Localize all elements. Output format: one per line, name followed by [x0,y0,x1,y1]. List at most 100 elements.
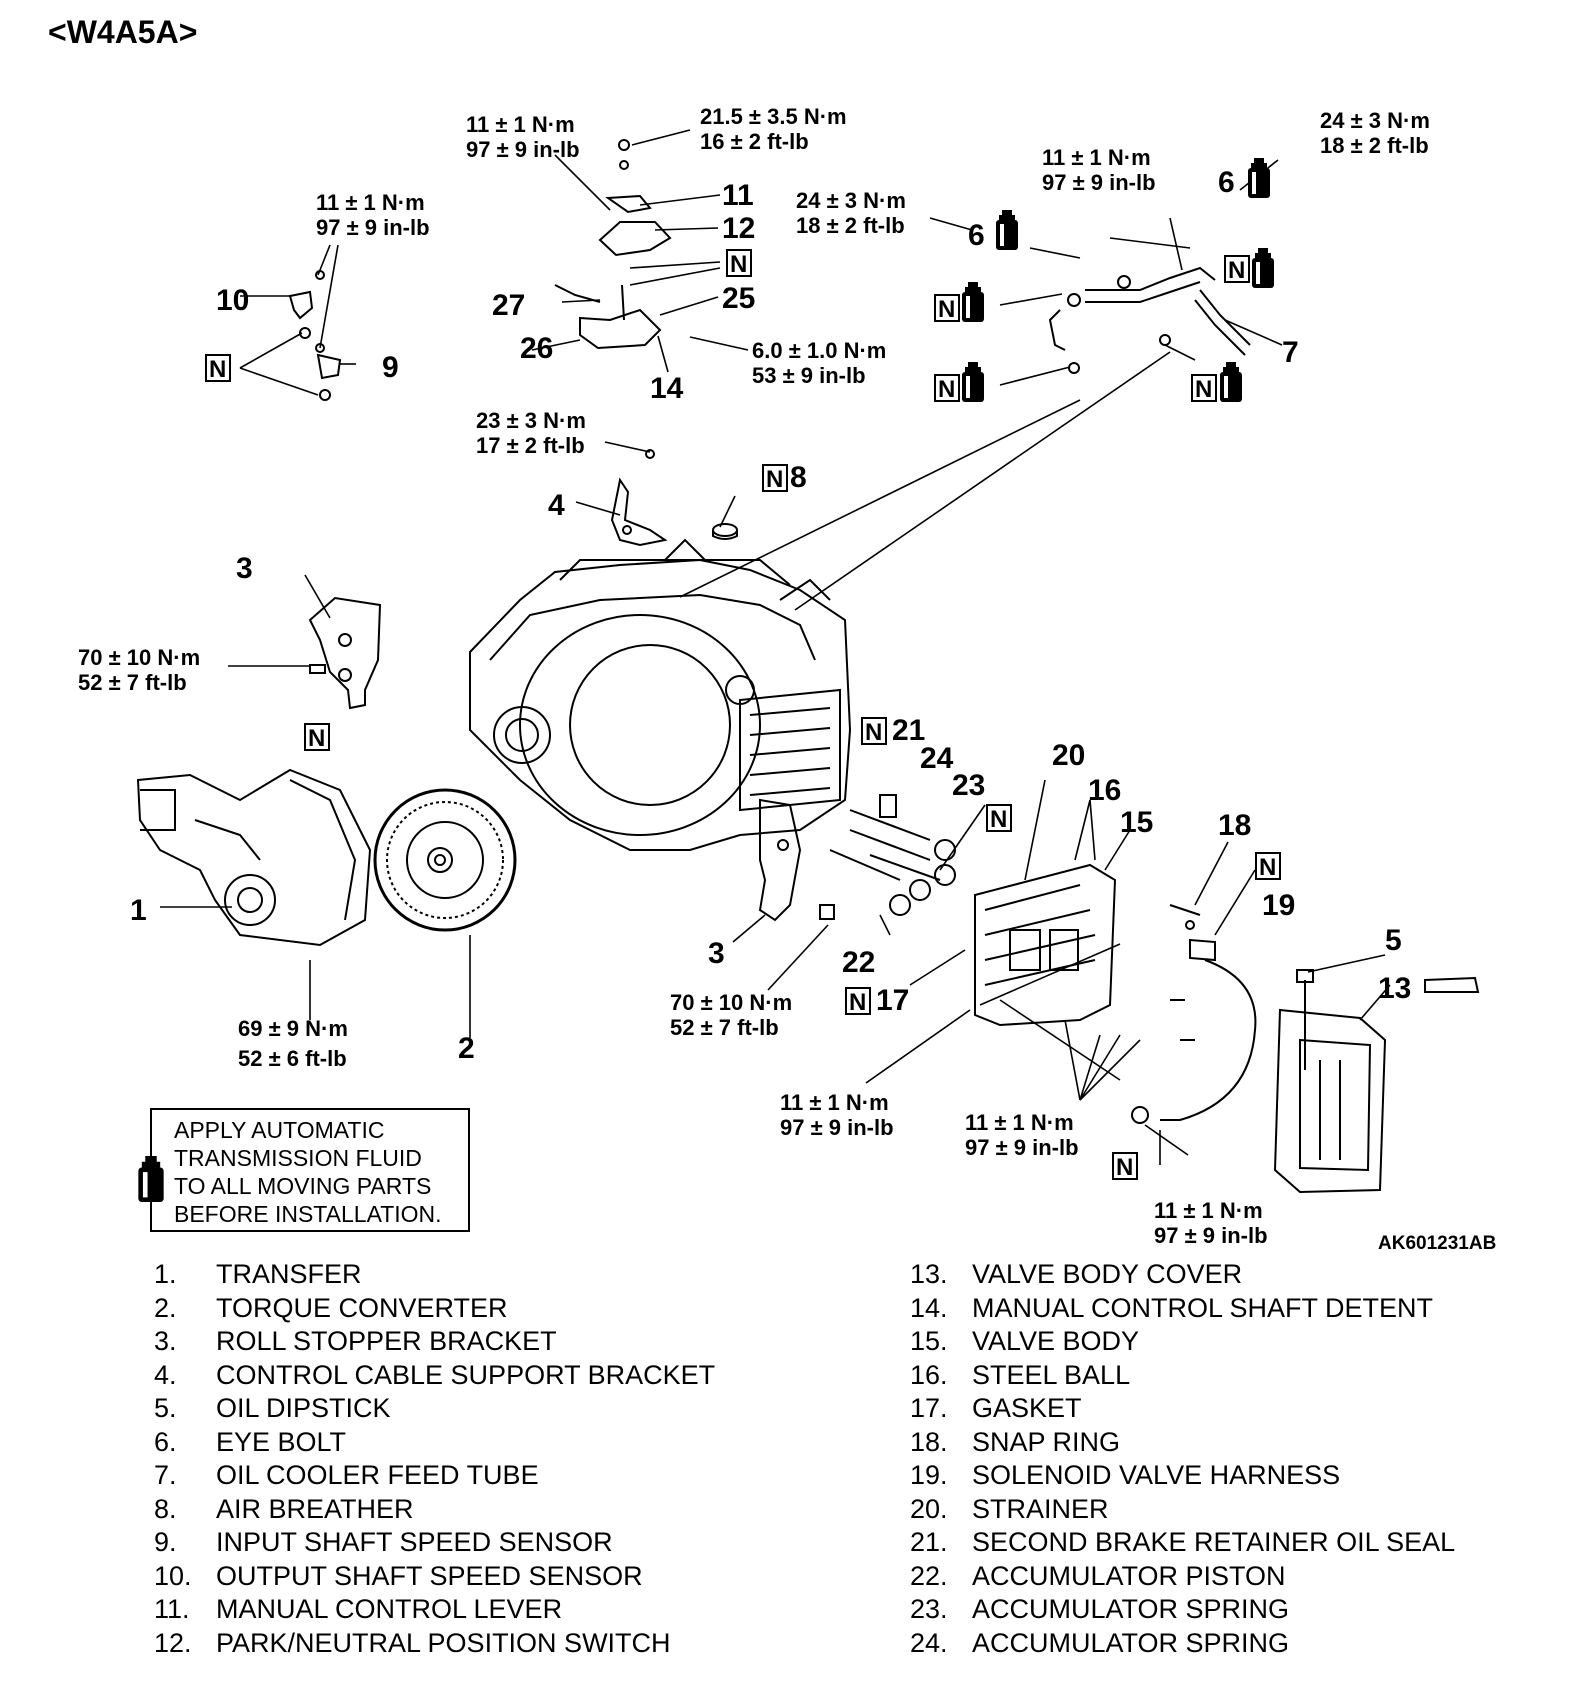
solenoid-valve-harness [1131,904,1257,1124]
legend-item: 12.PARK/NEUTRAL POSITION SWITCH [154,1627,715,1661]
legend-item: 16.STEEL BALL [910,1359,1455,1393]
legend-number: 9. [154,1527,177,1557]
legend-item: 14. MANUAL CONTROL SHAFT DETENT [910,1292,1455,1326]
legend-item: 21.SECOND BRAKE RETAINER OIL SEAL [910,1526,1455,1560]
fluid-bottle-icon [1248,158,1270,198]
svg-text:N: N [1116,1154,1133,1181]
legend-part-name: INPUT SHAFT SPEED SENSOR [216,1527,613,1557]
callout-11: 11 [722,179,754,212]
legend-number: 24. [910,1627,948,1658]
legend-item: 9. INPUT SHAFT SPEED SENSOR [154,1526,715,1560]
svg-text:N: N [1228,257,1245,284]
callout-3b: 3 [708,937,725,970]
svg-text:N: N [938,376,955,403]
legend-part-name: OUTPUT SHAFT SPEED SENSOR [216,1560,643,1591]
legend-part-name: CONTROL CABLE SUPPORT BRACKET [216,1359,716,1390]
callout-10: 10 [216,284,249,317]
legend-item: 17.GASKET [910,1392,1455,1426]
callout-14: 14 [650,372,684,405]
svg-text:N: N [766,466,783,493]
legend-part-name: SOLENOID VALVE HARNESS [972,1460,1341,1490]
n-mark-icon: N [726,249,752,278]
callout-12: 12 [722,212,755,245]
callout-9: 9 [382,351,399,384]
legend-item: 7.OIL COOLER FEED TUBE [154,1459,715,1493]
legend-part-name: TORQUE CONVERTER [216,1292,508,1323]
legend-part-name: ACCUMULATOR PISTON [972,1560,1286,1591]
legend-part-name: MANUAL CONTROL LEVER [216,1594,563,1624]
legend-number: 18. [910,1426,948,1457]
legend-number: 2. [154,1292,177,1323]
callout-7: 7 [1282,336,1299,369]
legend-part-name: VALVE BODY [972,1326,1140,1356]
fluid-bottle-icon [996,210,1018,250]
control-cable-support-bracket [610,449,668,547]
n-mark-icon: N [986,804,1012,833]
legend-part-name: MANUAL CONTROL SHAFT DETENT [972,1292,1434,1323]
callout-22: 22 [842,946,875,979]
legend-part-name: EYE BOLT [216,1426,347,1457]
legend-part-name: OIL COOLER FEED TUBE [216,1460,539,1490]
transfer [136,768,372,947]
callouts: 1 2 3 3 4 5 6 6 7 8 9 10 11 12 13 14 15 … [130,166,1411,1065]
fluid-bottle-icon [962,282,984,322]
leader-lines [160,129,1391,1165]
valve-body [974,863,1117,1027]
legend-part-name: AIR BREATHER [216,1493,414,1524]
legend-item: 5.OIL DIPSTICK [154,1392,715,1426]
legend-part-name: ACCUMULATOR SPRING [972,1594,1290,1624]
valve-body-cover [1273,1008,1387,1194]
n-mark-icon: N [1255,852,1281,881]
legend-part-name: STRAINER [972,1493,1109,1524]
legend-item: 18.SNAP RING [910,1426,1455,1460]
n-mark-icon: N [205,354,231,383]
svg-text:N: N [209,356,226,383]
svg-text:N: N [1259,854,1276,881]
svg-text:N: N [849,989,866,1016]
legend-item: 15.VALVE BODY [910,1325,1455,1359]
svg-text:N: N [1195,376,1212,403]
n-mark-icon: N [934,294,960,323]
accumulator-set [829,794,956,916]
oil-cooler-feed-tube [1048,266,1251,374]
legend-item: 11.MANUAL CONTROL LEVER [154,1593,715,1627]
legend-item: 3.ROLL STOPPER BRACKET [154,1325,715,1359]
legend-number: 3. [154,1326,177,1356]
callout-6a: 6 [968,219,985,252]
legend-part-name: SECOND BRAKE RETAINER OIL SEAL [972,1527,1456,1557]
air-breather [712,523,738,540]
n-mark-icon: N [845,987,871,1016]
legend-number: 19. [910,1460,948,1490]
legend-part-name: ACCUMULATOR SPRING [972,1627,1290,1658]
callout-17: 17 [876,984,909,1017]
n-mark-icon: N [1112,1152,1138,1181]
n-mark-icon: N [304,723,330,752]
legend-number: 6. [154,1426,177,1457]
legend-part-name: TRANSFER [216,1259,362,1289]
legend-number: 14. [910,1292,948,1323]
page-title: <W4A5A> [48,14,198,50]
legend-part-name: VALVE BODY COVER [972,1259,1243,1289]
callout-27: 27 [492,289,525,322]
callout-23: 23 [952,769,985,802]
legend-item: 6. EYE BOLT [154,1426,715,1460]
legend-item: 13.VALVE BODY COVER [910,1258,1455,1292]
callout-2: 2 [458,1032,475,1065]
new-part-marks: N N N N N N N N N N N N N [205,249,1281,1181]
svg-text:N: N [938,296,955,323]
n-mark-icon: N [762,464,788,493]
fluid-bottle-icon [1252,248,1274,288]
callout-26: 26 [520,332,553,365]
legend-item: 4.CONTROL CABLE SUPPORT BRACKET [154,1359,715,1393]
